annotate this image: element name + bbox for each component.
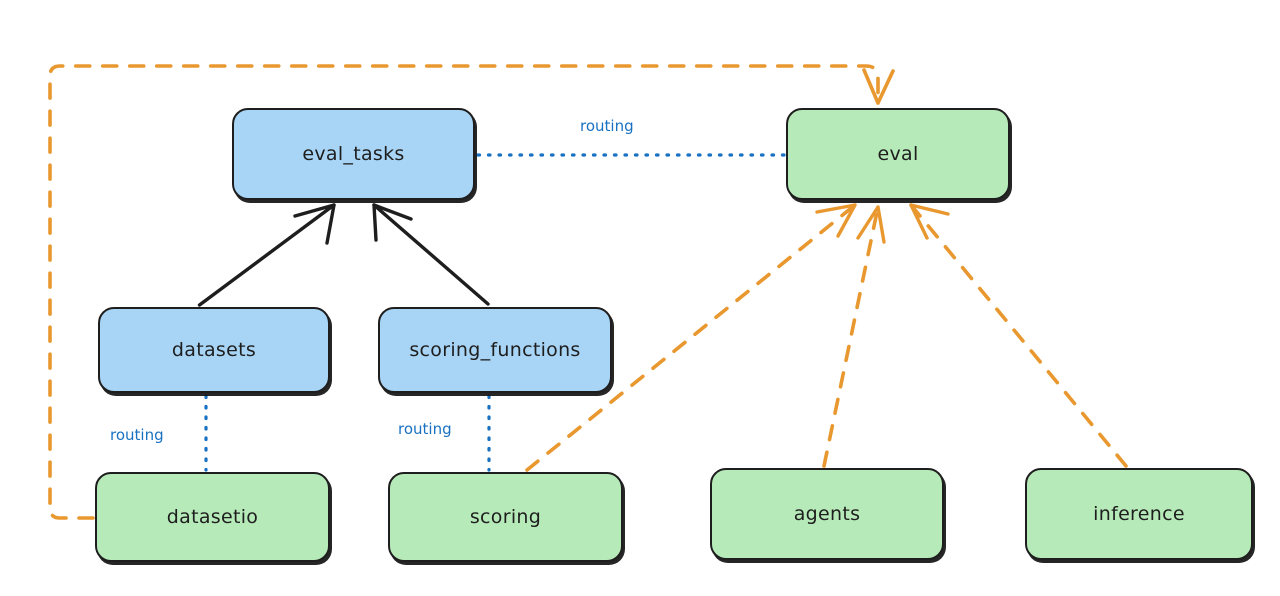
- edge-scoring_functions-to-eval_tasks: [372, 203, 490, 306]
- node-label-datasetio: datasetio: [166, 506, 259, 528]
- node-scoring-functions[interactable]: scoring_functions: [378, 307, 612, 393]
- node-datasets[interactable]: datasets: [98, 307, 330, 393]
- edge-datasets-to-eval_tasks: [197, 203, 336, 307]
- node-label-eval: eval: [877, 143, 919, 165]
- node-label-scoring: scoring: [469, 506, 542, 528]
- node-label-eval-tasks: eval_tasks: [302, 143, 405, 165]
- node-label-datasets: datasets: [171, 339, 257, 361]
- node-agents[interactable]: agents: [710, 468, 944, 560]
- node-eval[interactable]: eval: [786, 108, 1010, 200]
- edge-label-routing-scoring-functions-scoring: routing: [398, 420, 452, 438]
- node-label-scoring-functions: scoring_functions: [409, 339, 581, 361]
- node-eval-tasks[interactable]: eval_tasks: [232, 108, 475, 200]
- node-inference[interactable]: inference: [1025, 468, 1253, 560]
- edge-inference-to-eval: [909, 203, 1128, 468]
- node-label-inference: inference: [1093, 503, 1185, 525]
- node-datasetio[interactable]: datasetio: [95, 472, 330, 562]
- edge-label-routing-datasets-datasetio: routing: [110, 426, 164, 444]
- node-label-agents: agents: [793, 503, 861, 525]
- node-scoring[interactable]: scoring: [388, 472, 623, 562]
- edge-agents-to-eval: [822, 205, 886, 468]
- edge-label-routing-eval_tasks-eval: routing: [580, 117, 634, 135]
